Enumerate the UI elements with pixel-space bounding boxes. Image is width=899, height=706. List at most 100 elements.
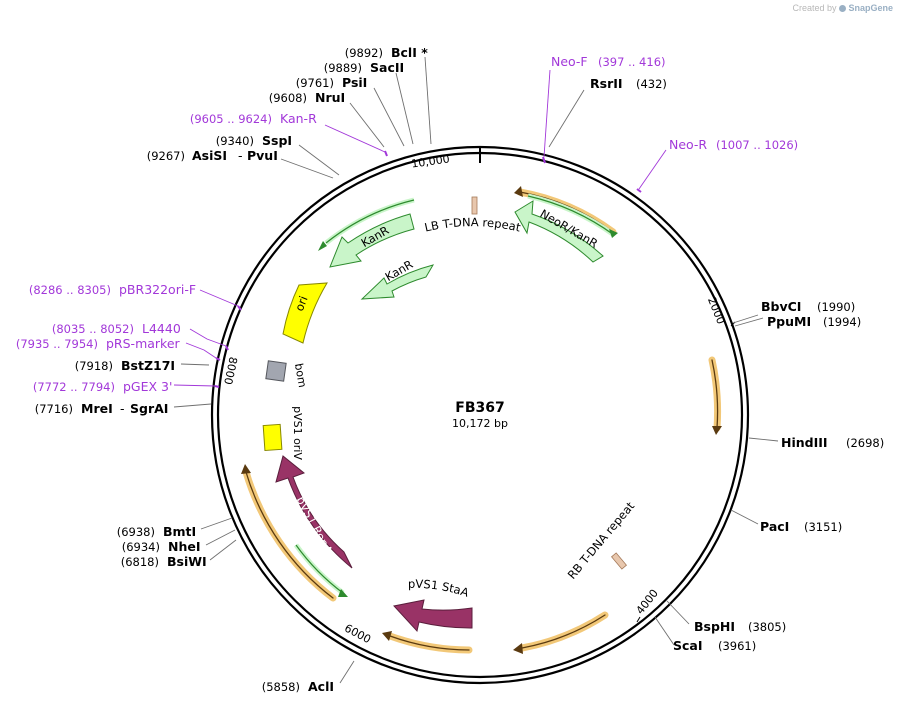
site-hindiii[interactable]: HindIII (2698): [781, 435, 884, 450]
site-nhei-name: NheI: [168, 539, 201, 554]
site-sspi-name: SspI: [262, 133, 292, 148]
site-psii-name: PsiI: [342, 75, 367, 90]
site-neo-f-pos: (397 .. 416): [598, 55, 666, 69]
site-bstz17i-name: BstZ17I: [121, 358, 175, 373]
site-bcli[interactable]: (9892) BclI *: [345, 45, 428, 60]
bom-box: [265, 360, 287, 382]
site-rsrii[interactable]: RsrII (432): [590, 76, 667, 91]
leader-acli: [339, 660, 355, 684]
site-bstz17i[interactable]: (7918) BstZ17I: [75, 358, 175, 373]
site-acli[interactable]: (5858) AclI: [262, 679, 334, 694]
leader-psii: [373, 87, 405, 147]
leader-nrui: [349, 102, 385, 148]
site-psii[interactable]: (9761) PsiI: [296, 75, 368, 90]
site-neo-f-primer[interactable]: Neo-F (397 .. 416): [551, 54, 666, 69]
site-nhei[interactable]: (6934) NheI: [122, 539, 201, 554]
site-labels: (9892) BclI * (9889) SacII (9761) PsiI (…: [16, 45, 884, 694]
neor-green-thin-arrowhead: [609, 229, 618, 238]
site-mrei-dash: -: [120, 401, 125, 416]
orf-arc-bottom-right-arrowhead: [513, 643, 523, 654]
kanr-inner-arrow: [360, 264, 435, 300]
site-bmti[interactable]: (6938) BmtI: [117, 524, 196, 539]
leader-scai: [654, 616, 675, 646]
site-bsphi[interactable]: BspHI (3805): [694, 619, 786, 634]
feature-kanr-outer[interactable]: KanR: [318, 197, 415, 268]
site-bbvci[interactable]: BbvCI (1990): [761, 299, 855, 314]
tick-4000: [636, 616, 641, 623]
site-acli-pos: (5858): [262, 680, 300, 694]
feature-lb-repeat[interactable]: LB T-DNA repeat: [423, 196, 522, 235]
green-arc-lower-line: [295, 544, 344, 594]
credit-prefix: Created by: [792, 3, 837, 13]
site-neo-f-name: Neo-F: [551, 54, 588, 69]
plasmid-length: 10,172 bp: [452, 417, 508, 430]
mark-l4440: [225, 345, 229, 351]
site-nrui[interactable]: (9608) NruI: [269, 90, 345, 105]
site-bsiwi-pos: (6818): [121, 555, 159, 569]
feature-kanr-inner[interactable]: KanR: [360, 257, 435, 300]
bom-label: bom: [292, 362, 309, 388]
leader-l4440: [189, 328, 227, 347]
site-ppumi[interactable]: PpuMI (1994): [767, 314, 861, 329]
site-paci-name: PacI: [760, 519, 789, 534]
plasmid-name: FB367: [455, 400, 504, 416]
feature-rb-repeat[interactable]: RB T-DNA repeat: [565, 499, 638, 582]
site-paci[interactable]: PacI (3151): [760, 519, 842, 534]
site-kan-r-primer[interactable]: (9605 .. 9624) Kan-R: [190, 111, 317, 126]
site-pbr322ori-name: pBR322ori-F: [119, 282, 196, 297]
site-bbvci-name: BbvCI: [761, 299, 801, 314]
site-bsiwi[interactable]: (6818) BsiWI: [121, 554, 207, 569]
site-sacii-pos: (9889): [324, 61, 362, 75]
oriv-label: pVS1 oriV: [291, 406, 304, 460]
plasmid-center-label: FB367 10,172 bp: [452, 400, 508, 430]
site-ppumi-pos: (1994): [823, 315, 861, 329]
ori-label: ori: [292, 294, 311, 313]
tick-label-2000: 2000: [705, 295, 728, 326]
site-neo-r-primer[interactable]: Neo-R (1007 .. 1026): [669, 137, 798, 152]
lb-repeat-box: [471, 196, 478, 215]
kanr-outer-thin-arrowhead: [318, 241, 327, 251]
site-sspi[interactable]: (9340) SspI: [216, 133, 292, 148]
site-acli-name: AclI: [308, 679, 334, 694]
tick-label-4000: 4000: [634, 587, 661, 617]
feature-neor-kanr[interactable]: NeoR/KanR: [514, 193, 618, 263]
feature-pvs1-staa[interactable]: pVS1 StaA: [393, 577, 473, 633]
site-sacii[interactable]: (9889) SacII: [324, 60, 404, 75]
rb-repeat-box: [610, 552, 628, 570]
site-scai[interactable]: ScaI (3961): [673, 638, 756, 653]
rb-repeat-label: RB T-DNA repeat: [565, 499, 638, 582]
oriv-box: [262, 423, 283, 452]
site-bsiwi-name: BsiWI: [167, 554, 207, 569]
leader-paci: [730, 509, 759, 525]
tick-label-8000: 8000: [221, 356, 240, 386]
leader-rsrii: [548, 89, 585, 148]
site-bcli-pos: (9892): [345, 46, 383, 60]
orf-arc-bottom-line: [389, 635, 470, 651]
site-pgex3-pos: (7772 .. 7794): [33, 380, 115, 394]
leader-sgrai: [173, 403, 212, 408]
site-hindiii-name: HindIII: [781, 435, 828, 450]
leader-bsiwi: [209, 539, 237, 561]
site-pgex3-name: pGEX 3': [123, 379, 172, 394]
snapgene-logo-icon: [839, 4, 847, 12]
leader-bbvci: [732, 314, 759, 324]
site-pbr322ori-primer[interactable]: (8286 .. 8305) pBR322ori-F: [29, 282, 196, 297]
feature-pvs1-oriv[interactable]: pVS1 oriV: [262, 406, 304, 460]
orf-arc-right-line: [711, 359, 719, 429]
site-l4440-name: L4440: [142, 321, 181, 336]
site-rsrii-name: RsrII: [590, 76, 623, 91]
site-psii-pos: (9761): [296, 76, 334, 90]
site-l4440-primer[interactable]: (8035 .. 8052) L4440: [52, 321, 181, 336]
leader-prs-marker: [185, 342, 217, 359]
repa-arrow: [275, 455, 353, 569]
site-bmti-pos: (6938): [117, 525, 155, 539]
feature-bom[interactable]: bom: [265, 360, 309, 389]
site-pgex3-primer[interactable]: (7772 .. 7794) pGEX 3': [33, 379, 173, 394]
site-sspi-pos: (9340): [216, 134, 254, 148]
site-kan-r-name: Kan-R: [280, 111, 317, 126]
site-mrei-sgrai[interactable]: (7716) MreI - SgrAI: [35, 401, 169, 416]
site-asisi-pvui[interactable]: (9267) AsiSI - PvuI: [147, 148, 278, 163]
site-prs-marker-primer[interactable]: (7935 .. 7954) pRS-marker: [16, 336, 181, 351]
feature-ori[interactable]: ori: [282, 282, 328, 344]
